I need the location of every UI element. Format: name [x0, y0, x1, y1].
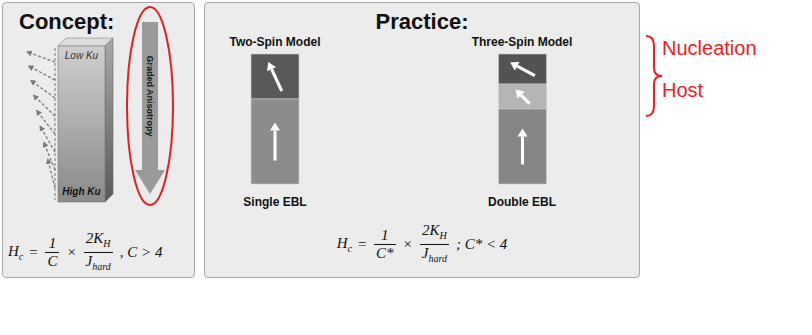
spin-arrow-shaft [517, 66, 535, 75]
arrow-label: Graded Anisotropy [145, 55, 155, 136]
formula: Hc=1C×2KHJhard, C > 4 [8, 230, 162, 275]
spin-arrow [270, 123, 280, 161]
annotation-label: Nucleation [662, 36, 757, 60]
formula-symbol: H [8, 243, 19, 259]
formula-symbol: × [66, 244, 76, 261]
dashed-axis [54, 48, 55, 200]
curly-brace [646, 36, 662, 116]
formula-symbol: 1 [381, 227, 389, 243]
spin-layers [467, 54, 578, 184]
down-arrow [135, 22, 165, 194]
spin-arrow [267, 62, 282, 91]
spin-arrow-head [267, 62, 276, 71]
spin-arrow [27, 52, 55, 62]
fraction-bar [374, 244, 396, 245]
spin-layers [224, 54, 326, 184]
spin-arrow-shaft [521, 137, 524, 165]
gradient-arrow: Graded Anisotropy [134, 22, 166, 194]
panel-title: Concept: [3, 3, 194, 35]
spin-arrow [33, 95, 55, 116]
formula-subscript: c [19, 251, 23, 262]
prism-front [58, 46, 105, 202]
spin-arrow [515, 89, 529, 103]
panel-title: Practice: [205, 3, 639, 35]
spin-arrow [37, 110, 56, 134]
stack-label: Double EBL [488, 194, 556, 210]
prism-side [105, 38, 113, 202]
formula-symbol: = [28, 244, 38, 261]
highlight-ellipse [127, 7, 173, 205]
spin-layer [498, 84, 546, 109]
model-title: Two-Spin Model [229, 34, 320, 50]
formula-symbol: 2K [422, 222, 440, 238]
prism-top [58, 38, 113, 46]
spin-arrow-head [517, 129, 527, 137]
spin-stack: Two-Spin ModelSingle EBL [224, 34, 326, 210]
spin-arrow [29, 66, 56, 80]
formula-symbol: C [47, 253, 57, 269]
spin-arrow [510, 62, 535, 76]
formula-symbol: , C > 4 [120, 244, 163, 261]
formula-symbol: H [337, 235, 348, 251]
annotation-label: Host [662, 78, 703, 102]
spin-arrow [48, 159, 55, 188]
model-title: Three-Spin Model [472, 34, 573, 50]
prism-shape [50, 36, 115, 208]
spin-arrow-shaft [274, 131, 277, 161]
spin-layer [498, 109, 546, 184]
spin-layer [251, 99, 299, 184]
formula-subscript: hard [92, 261, 111, 272]
anisotropy-prism: Low Ku High Ku [50, 36, 115, 208]
formula-subscript: H [439, 230, 446, 241]
formula-symbol: ; C* < 4 [456, 236, 507, 253]
formula-subscript: hard [428, 253, 447, 264]
formula-subscript: c [348, 243, 352, 254]
formula-subscript: H [103, 238, 110, 249]
spin-arrow-shaft [272, 69, 282, 91]
formula-symbol: J [422, 245, 429, 261]
spin-arrow [517, 129, 527, 165]
spin-arrow-head [270, 123, 280, 131]
spin-layer [498, 54, 546, 84]
spin-arrow-shaft [521, 95, 529, 103]
formula-symbol: 1 [49, 235, 57, 251]
spin-arrow-head [515, 89, 524, 98]
layer-label: High Ku [58, 186, 105, 198]
stack-label: Single EBL [243, 194, 306, 210]
spin-arrow [31, 80, 55, 98]
fraction-bar [45, 252, 59, 253]
formula-symbol: × [403, 236, 413, 253]
formula-symbol: 2K [86, 230, 104, 246]
spin-stack: Three-Spin ModelDouble EBL [467, 34, 578, 210]
formula-symbol: J [86, 253, 93, 269]
spin-layer [251, 54, 299, 99]
layer-label: Low Ku [58, 50, 105, 62]
formula-symbol: = [357, 236, 367, 253]
spin-fan [27, 52, 55, 188]
spin-arrow [40, 126, 55, 152]
spin-arrow-head [510, 62, 519, 71]
fraction-bar [420, 244, 449, 245]
formula-symbol: C* [376, 245, 394, 261]
fraction-bar [84, 252, 113, 253]
formula: Hc=1C*×2KHJhard; C* < 4 [337, 222, 508, 267]
